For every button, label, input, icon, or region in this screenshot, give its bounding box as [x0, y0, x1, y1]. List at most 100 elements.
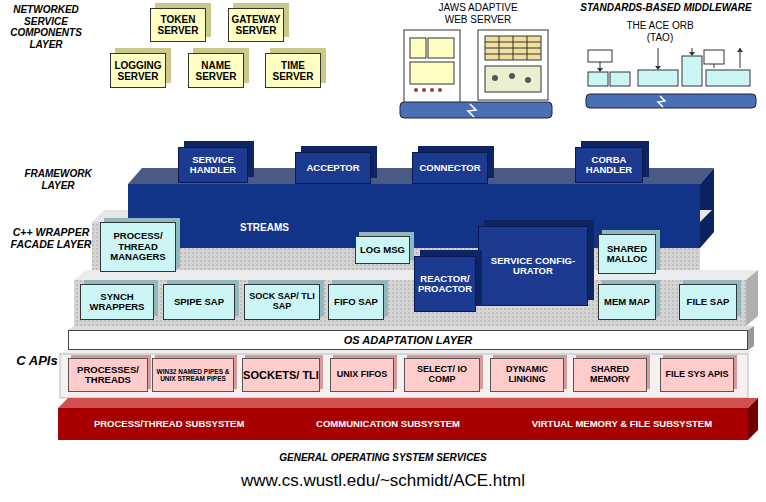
c-api-box: WIN32 NAMED PIPES & UNIX STREAM PIPES [152, 358, 234, 392]
decoration-shape [704, 50, 724, 64]
wrapper-box: SHARED MALLOC [598, 234, 656, 274]
framework-box: SERVICE HANDLER [178, 147, 248, 183]
box-label: WIN32 NAMED PIPES & UNIX STREAM PIPES [153, 368, 233, 382]
framework-box: ACCEPTOR [295, 152, 371, 184]
box-label: SHARED MALLOC [599, 244, 655, 265]
decoration-shape [525, 77, 531, 83]
decoration-shape [74, 280, 746, 326]
box-label: FIFO SAP [329, 297, 383, 307]
server-box: GATEWAY SERVER [228, 8, 284, 42]
layer-label: GENERAL OPERATING SYSTEM SERVICES [183, 452, 583, 464]
box-label: MEM MAP [599, 297, 655, 307]
decoration-shape [509, 73, 515, 79]
wrapper-box: MEM MAP [598, 284, 656, 320]
box-label: NAME SERVER [189, 60, 243, 82]
wrapper-box: FILE SAP [679, 284, 737, 320]
c-api-platform [60, 350, 754, 398]
decoration-shape [638, 70, 678, 86]
c-api-box: DYNAMIC LINKING [490, 358, 564, 392]
wrapper-box: PROCESS/ THREAD MANAGERS [100, 222, 176, 272]
decoration-shape [410, 38, 426, 58]
os-band-faces [68, 326, 754, 350]
box-label: CONNECTOR [413, 163, 487, 173]
framework-box: CORBA HANDLER [575, 147, 643, 183]
wrapper-box: SYNCH WRAPPERS [80, 284, 154, 320]
box-label: PROCESS/ THREAD MANAGERS [101, 231, 175, 262]
decoration-shape [714, 64, 715, 68]
decoration-shape [610, 72, 630, 86]
os-services-band: PROCESS/THREAD SUBSYSTEMCOMMUNICATION SU… [58, 408, 748, 440]
os-services-faces [58, 398, 758, 440]
decoration-shape [527, 36, 528, 60]
decoration-shape [513, 36, 514, 60]
decoration-shape [404, 30, 460, 104]
box-label: SELECT/ IO COMP [405, 365, 479, 385]
box-label: UNIX FIFOS [331, 370, 393, 380]
box-label: FILE SYS APIS [661, 370, 733, 380]
decoration-shape [430, 88, 434, 92]
decoration-shape [428, 38, 454, 58]
decoration-shape [658, 96, 665, 107]
wrapper-box: FIFO SAP [328, 284, 384, 320]
decoration-shape [485, 66, 541, 92]
layer-label: FRAMEWORK LAYER [16, 168, 100, 191]
wrapper-box: SOCK SAP/ TLI SAP [244, 284, 320, 320]
decoration-shape [746, 270, 758, 326]
box-label: FILE SAP [680, 297, 736, 307]
box-label: ACCEPTOR [296, 163, 370, 173]
c-api-box: SELECT/ IO COMP [404, 358, 480, 392]
decoration-shape [689, 52, 695, 56]
layer-label: JAWS ADAPTIVE WEB SERVER [428, 2, 528, 25]
decoration-shape [748, 398, 758, 440]
decoration-shape [422, 88, 426, 92]
jaws-illustration [400, 30, 552, 118]
server-box: LOGGING SERVER [110, 53, 166, 88]
decoration-shape [737, 48, 743, 52]
layer-label: NETWORKED SERVICE COMPONENTS LAYER [4, 4, 88, 50]
box-label: PROCESSES/ THREADS [69, 365, 147, 386]
box-label: DYNAMIC LINKING [491, 365, 563, 385]
box-label: SYNCH WRAPPERS [81, 292, 153, 313]
layer-label: THE ACE ORB (TAO) [618, 20, 702, 43]
decoration-shape [586, 94, 756, 108]
tao-illustration [586, 48, 756, 108]
wrapper-box: LOG MSG [355, 236, 410, 264]
box-label: COMMUNICATION SUBSYSTEM [316, 419, 460, 429]
decoration-shape [748, 326, 754, 350]
box-label: SERVICE CONFIG- URATOR [479, 256, 587, 277]
decoration-shape [438, 88, 442, 92]
box-label: CORBA HANDLER [576, 155, 642, 176]
decoration-shape [60, 350, 754, 354]
decoration-shape [588, 72, 608, 86]
box-label: OS ADAPTATION LAYER [69, 334, 747, 346]
decoration-shape [492, 75, 498, 81]
box-label: SOCKETS/ TLI [243, 369, 319, 381]
decoration-shape [706, 70, 750, 86]
server-box: TOKEN SERVER [150, 8, 206, 42]
box-label: SHARED MEMORY [574, 365, 646, 385]
decoration-shape [400, 102, 552, 118]
decoration-shape [410, 62, 454, 84]
server-box: NAME SERVER [188, 53, 244, 88]
caption: www.cs.wustl.edu/~schmidt/ACE.html [133, 471, 633, 491]
decoration-shape [60, 354, 748, 398]
c-api-box: UNIX FIFOS [330, 358, 394, 392]
decoration-shape [58, 398, 758, 408]
c-api-box: SOCKETS/ TLI [242, 358, 320, 392]
decoration-shape [468, 104, 476, 117]
decoration-shape [499, 36, 500, 60]
c-api-box: SHARED MEMORY [573, 358, 647, 392]
configurator-box: SERVICE CONFIG- URATOR [478, 226, 588, 306]
box-label: LOG MSG [356, 245, 409, 255]
layer-label: C++ WRAPPER FACADE LAYER [8, 226, 94, 250]
os-adaptation-band: OS ADAPTATION LAYER [68, 330, 748, 350]
box-label: TOKEN SERVER [151, 14, 205, 36]
layer-label: STANDARDS-BASED MIDDLEWARE [572, 2, 760, 14]
wrapper-box: SPIPE SAP [163, 284, 235, 320]
box-label: LOGGING SERVER [111, 60, 165, 82]
c-api-box: PROCESSES/ THREADS [68, 358, 148, 392]
box-label: SERVICE HANDLER [179, 155, 247, 176]
box-label: SPIPE SAP [164, 297, 234, 307]
decoration-shape [655, 66, 661, 70]
